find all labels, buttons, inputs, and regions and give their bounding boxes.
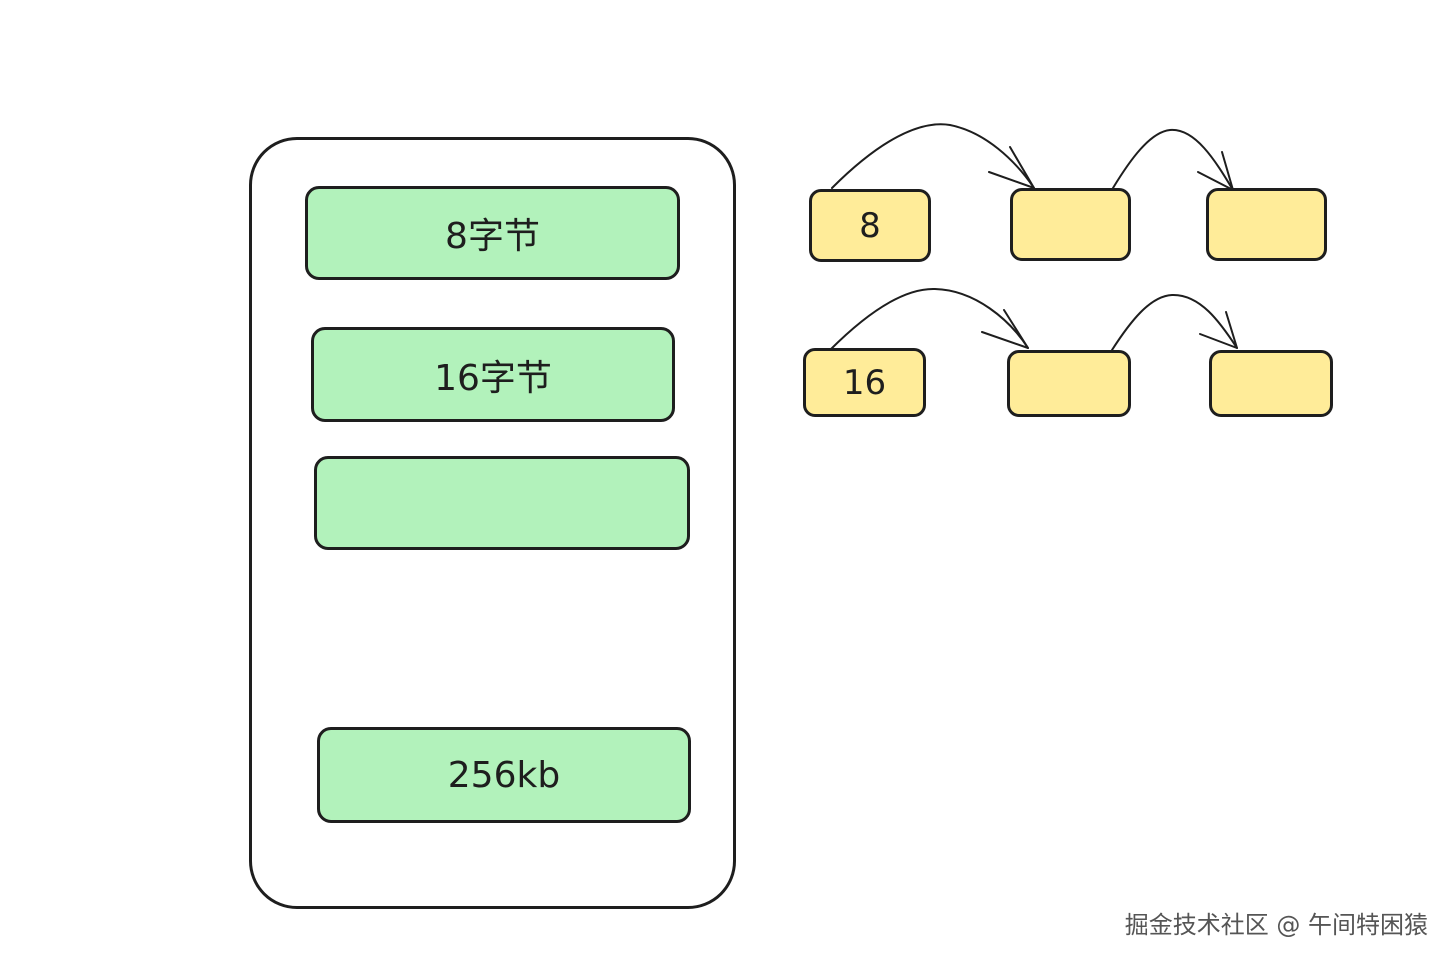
watermark: 掘金技术社区 @ 午间特困猿: [1124, 911, 1428, 939]
list-8-head-label: 8: [859, 205, 881, 246]
slot-8-bytes: 8字节: [305, 186, 680, 280]
list-8-head-node: 8: [809, 189, 931, 262]
list-16-node-3: [1209, 350, 1333, 417]
arrow-8-2-to-3: [1112, 128, 1234, 191]
slot-16-bytes-label: 16字节: [434, 357, 552, 399]
list-8-node-2: [1010, 188, 1131, 261]
arrow-16-1-to-2: [829, 287, 1029, 351]
slot-8-bytes-label: 8字节: [445, 216, 540, 257]
list-16-head-node: 16: [803, 348, 926, 417]
arrow-16-2-to-3: [1111, 293, 1238, 351]
list-16-head-label: 16: [842, 362, 887, 403]
slot-256kb: 256kb: [317, 727, 691, 823]
slot-256kb-label: 256kb: [447, 754, 561, 796]
list-16-node-2: [1007, 350, 1131, 417]
slot-empty: [314, 456, 690, 550]
list-8-node-3: [1206, 188, 1327, 261]
slot-16-bytes: 16字节: [311, 327, 675, 422]
arrow-8-1-to-2: [831, 123, 1035, 189]
